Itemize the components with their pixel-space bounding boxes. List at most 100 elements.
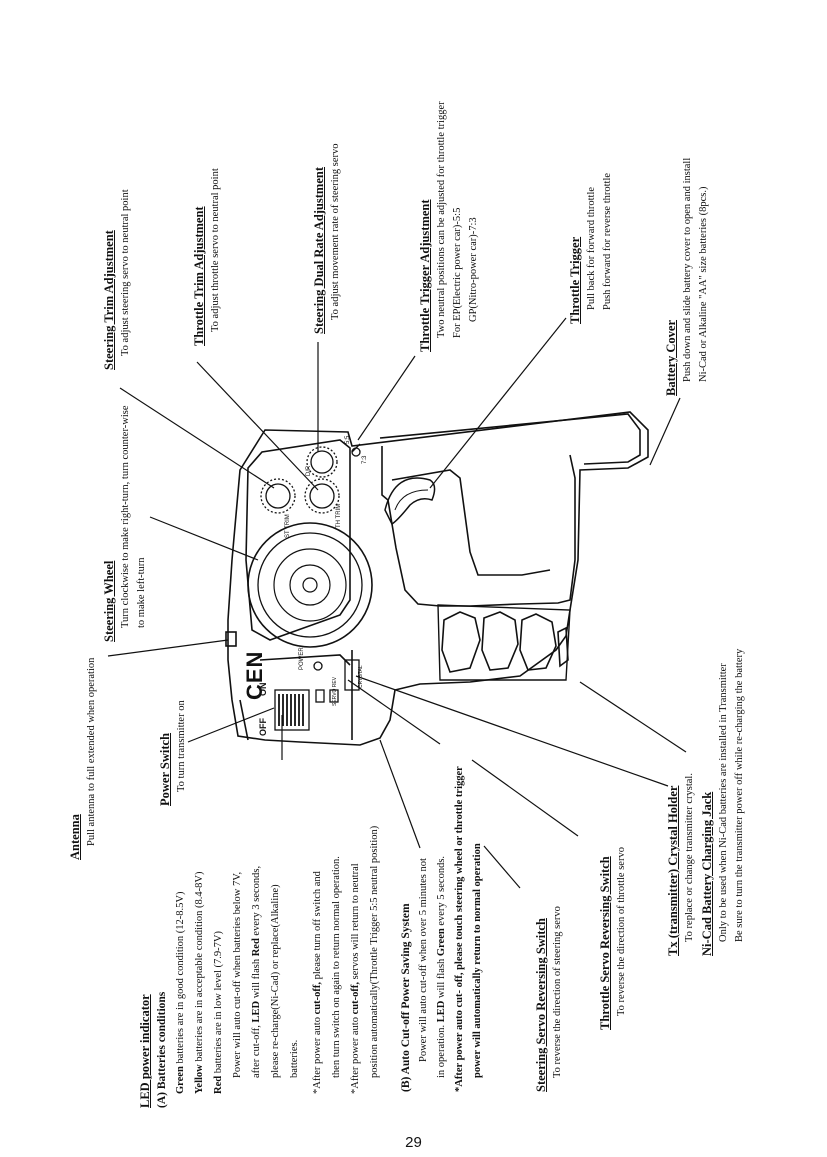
callout-charging-jack (579, 681, 687, 753)
servo-rev-label: SERVO REV (332, 676, 338, 706)
steering-dr-block: Steering Dual Rate Adjustment To adjust … (310, 143, 344, 334)
steering-trim-title: Steering Trim Adjustment (102, 230, 116, 370)
note1-a: *After power auto (312, 1014, 323, 1094)
power-switch-drawing (274, 689, 310, 731)
brand-logo: CEN (242, 651, 267, 700)
antenna-title: Antenna (68, 814, 82, 860)
charging-desc2: Be sure to turn the transmitter power of… (734, 648, 745, 942)
red-text: batteries are in low level (7.9-7V) (213, 931, 224, 1076)
steering-dr-title: Steering Dual Rate Adjustment (312, 166, 326, 334)
callout-throttle-trim (196, 361, 319, 491)
callout-battery-cover (649, 397, 681, 466)
power-switch-desc: To turn transmitter on (176, 700, 187, 792)
steering-trim-block: Steering Trim Adjustment To adjust steer… (100, 189, 134, 370)
battery-cover-desc1: Push down and slide battery cover to ope… (682, 157, 693, 382)
grip-panel (437, 604, 571, 681)
cut2-a: after cut-off, (251, 1022, 262, 1078)
antenna-desc: Pull antenna to full extended when opera… (86, 657, 97, 846)
note1-b: cut-off, (312, 982, 323, 1015)
note1-c: please turn off switch and (312, 871, 323, 983)
steering-dr-desc: To adjust movement rate of steering serv… (330, 143, 341, 320)
dual-rate-knob (310, 450, 334, 474)
red-word: Red (213, 1075, 224, 1094)
power-switch-title: Power Switch (158, 732, 172, 806)
throttle-trim-desc: To adjust throttle servo to neutral poin… (210, 168, 221, 332)
callout-trigger (429, 317, 567, 489)
auto-cutoff-title: (B) Auto Cut-off Power Saving System (400, 903, 412, 1092)
line2-b: LED (436, 1000, 447, 1023)
callout-crystal (355, 675, 669, 787)
yellow-word: Yellow (194, 1064, 205, 1094)
cut-line1: Power will auto cut-off when batteries b… (232, 871, 243, 1078)
cut2-b: LED (251, 1000, 262, 1023)
cut-line3: please re-charge(Ni-Cad) or replace(Alka… (270, 884, 281, 1078)
note3-a: *After power auto (350, 1014, 361, 1094)
crystal-title: Tx (transmitter) Crystal Holder (666, 785, 680, 956)
callout-auto-cutoff (347, 679, 441, 745)
ratio-label: 7:3 (362, 455, 368, 464)
battery-cover-title: Battery Cover (664, 319, 678, 396)
trigger-desc2: Push forward for reverse throttle (602, 172, 613, 310)
callout-trigger-adj (357, 355, 416, 441)
cut-line4: batteries. (289, 1039, 300, 1078)
callout-led (379, 739, 421, 849)
throttle-trim-knob (309, 483, 335, 509)
off-label: OFF (258, 718, 268, 736)
power-label: POWER (299, 647, 305, 670)
line2-a: in operation. (436, 1022, 447, 1078)
reversing-switch-drawing (315, 689, 325, 703)
trigger-adj-desc1: Two neutral positions can be adjusted fo… (436, 101, 447, 338)
throttle-trim-title: Throttle Trim Adjustment (192, 206, 206, 346)
note3-b: cut-off, (350, 982, 361, 1015)
page-number: 29 (405, 1134, 422, 1151)
callout-power-switch (187, 707, 275, 743)
steering-rev-title: Steering Servo Reversing Switch (534, 918, 548, 1092)
led-title: LED power indicator (138, 994, 152, 1108)
on-label: ON (258, 683, 268, 697)
led-block: LED power indicator (A) Batteries condit… (136, 826, 384, 1108)
throttle-trim-block: Throttle Trim Adjustment To adjust throt… (190, 168, 224, 346)
crystal-holder-drawing (344, 659, 360, 691)
battery-cover-desc2: Ni-Cad or Alkaline "AA" size batteries (… (698, 186, 709, 382)
cut2-d: Red (251, 938, 262, 957)
line2-c: will flash (436, 956, 447, 1001)
trigger-adj-block: Throttle Trigger Adjustment Two neutral … (416, 101, 482, 352)
note2: then turn switch on again to return norm… (331, 856, 342, 1078)
th-trim-label: TH TRIM (336, 504, 342, 528)
green-word: Green (175, 1066, 186, 1094)
note4: position automatically(Throttle Trigger … (369, 825, 380, 1078)
led-sub-a: (A) Batteries conditions (156, 991, 168, 1108)
dr-label: D/R (306, 465, 312, 476)
trigger-adj-title: Throttle Trigger Adjustment (418, 199, 432, 352)
line2-d: Green (436, 928, 447, 957)
line2-e: every 5 seconds. (436, 855, 447, 929)
steering-wheel-block: Steering Wheel Turn clockwise to make ri… (100, 406, 150, 642)
antenna-block: Antenna Pull antenna to full extended wh… (66, 658, 100, 860)
green-text: batteries are in good condition (12-8.5V… (175, 891, 186, 1067)
crystal-desc: To replace or change transmitter crystal… (684, 773, 695, 942)
ss-label: 5:5 (345, 435, 351, 444)
cut2-e: every 3 seconds, (251, 865, 262, 939)
steering-wheel-drawing (247, 522, 373, 648)
steering-wheel-title: Steering Wheel (102, 560, 116, 642)
steering-trim-knob (265, 483, 291, 509)
steering-trim-desc: To adjust steering servo to neutral poin… (120, 189, 131, 356)
charging-title: Ni-Cad Battery Charging Jack (700, 791, 714, 956)
crystal-charging-block: Tx (transmitter) Crystal Holder To repla… (664, 649, 748, 956)
steering-wheel-desc1: Turn clockwise to make right-turn, turn … (120, 405, 131, 628)
steering-rev-desc: To reverse the direction of steering ser… (552, 906, 563, 1078)
transmitter-body-outline (227, 411, 649, 746)
throttle-trigger-drawing (384, 477, 436, 526)
power-switch-block: Power Switch To turn transmitter on (156, 700, 190, 806)
trigger-block: Throttle Trigger Pull back for forward t… (566, 173, 616, 324)
auto-cutoff-line1: Power will auto cut-off when over 5 minu… (418, 858, 429, 1062)
trigger-adj-desc2: For EP(Electric power car)-5:5 (452, 207, 463, 338)
callout-steering-trim (119, 387, 275, 489)
steering-wheel-desc2: to make left-turn (136, 557, 147, 628)
throttle-rev-title: Throttle Servo Reversing Switch (598, 856, 612, 1030)
trigger-title: Throttle Trigger (568, 236, 582, 324)
st-trim-label: ST TRIM (285, 514, 291, 538)
steering-rev-block: Steering Servo Reversing Switch To rever… (532, 906, 566, 1092)
